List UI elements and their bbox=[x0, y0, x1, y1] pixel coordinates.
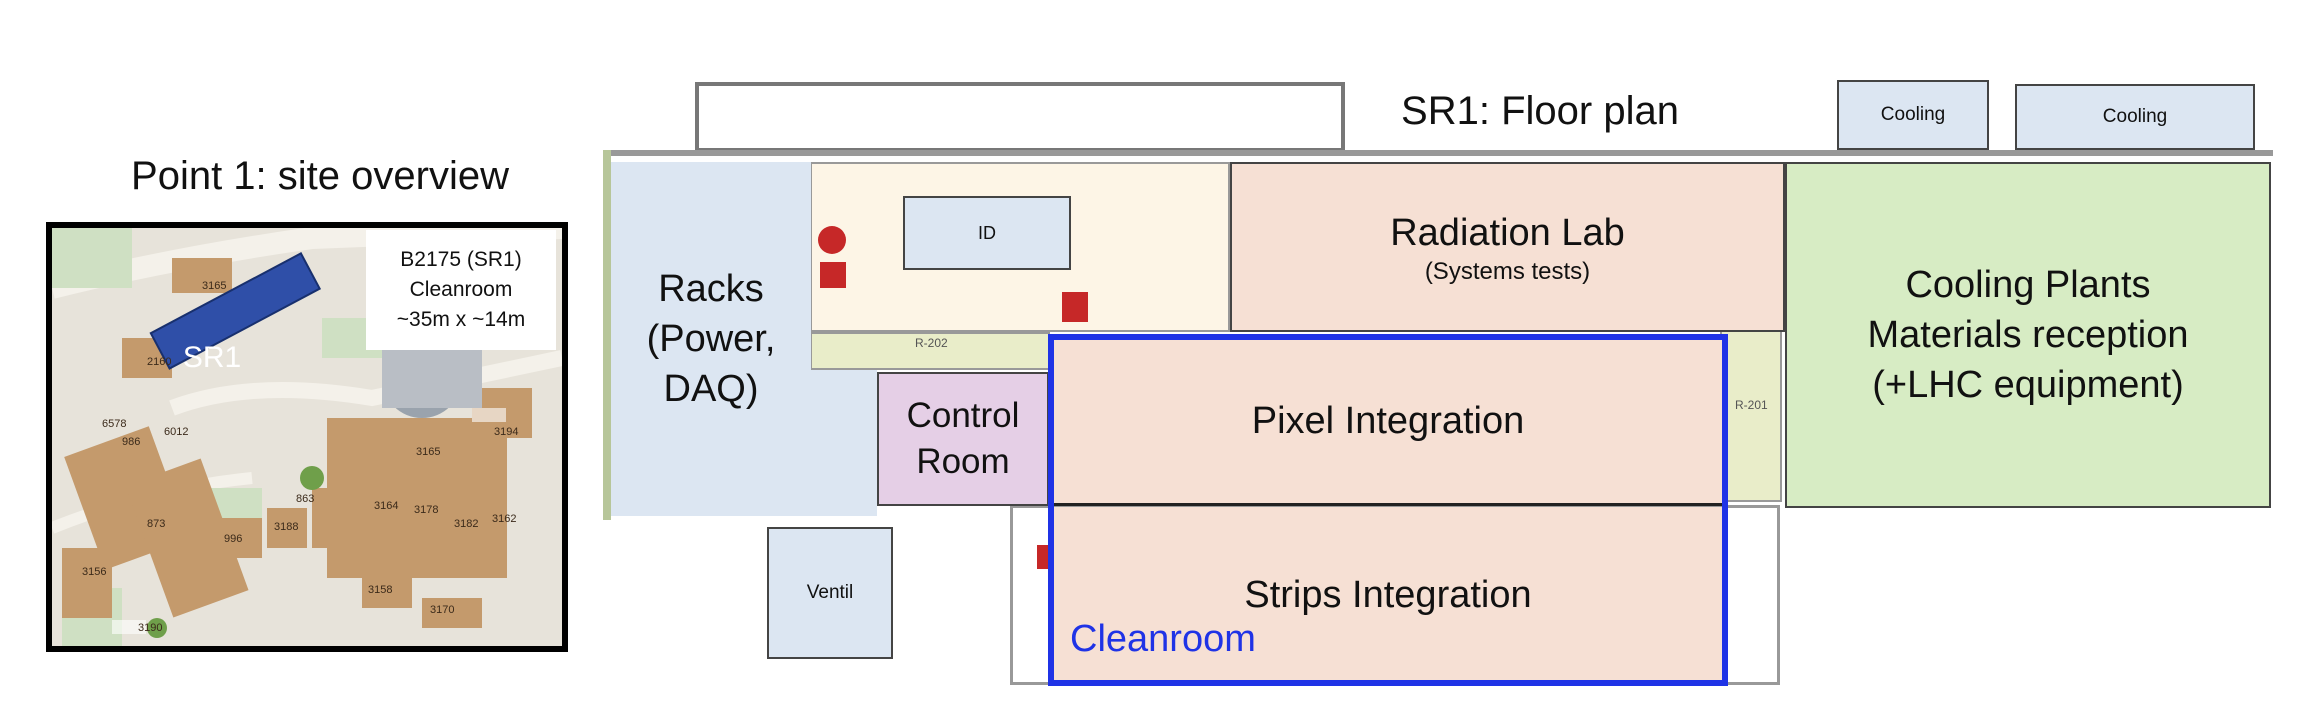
strips-integration: Strips Integration bbox=[1052, 507, 1724, 683]
racks-label: DAQ) bbox=[663, 368, 759, 410]
control-room-label: Control bbox=[906, 396, 1020, 435]
radiation-lab: Radiation Lab (Systems tests) bbox=[1230, 162, 1785, 332]
site-info-box: B2175 (SR1) Cleanroom ~35m x ~14m bbox=[366, 230, 556, 350]
racks-label: Racks bbox=[658, 268, 764, 310]
racks-room: Racks (Power, DAQ) bbox=[611, 162, 811, 516]
site-info-line: ~35m x ~14m bbox=[396, 308, 526, 331]
cleanroom-label: Cleanroom bbox=[1070, 618, 1256, 660]
overview-title: Point 1: site overview bbox=[131, 153, 509, 198]
room-number: R-201 bbox=[1735, 398, 1768, 412]
corridor-r202 bbox=[810, 332, 1050, 370]
control-room: Control Room bbox=[877, 372, 1049, 506]
building-number: 3182 bbox=[454, 518, 479, 530]
top-annex bbox=[695, 82, 1345, 152]
fire-sign-icon bbox=[1037, 545, 1049, 569]
floorplan-title: SR1: Floor plan bbox=[1401, 88, 1679, 133]
building-number: 3190 bbox=[138, 622, 163, 634]
fire-sign-icon bbox=[820, 262, 846, 288]
building-number: 873 bbox=[147, 518, 166, 530]
building-number: 3165 bbox=[416, 446, 441, 458]
building-number: 3188 bbox=[274, 521, 299, 533]
control-room-label: Room bbox=[916, 442, 1010, 481]
site-info-line: Cleanroom bbox=[409, 278, 513, 301]
radiation-lab-subtitle: (Systems tests) bbox=[1424, 258, 1591, 285]
building-number: 2160 bbox=[147, 356, 172, 368]
racks-annex bbox=[811, 370, 877, 516]
cooling-box: Cooling bbox=[1837, 80, 1989, 150]
id-box: ID bbox=[903, 196, 1071, 270]
building-number: 3170 bbox=[430, 604, 455, 616]
building-number: 3165 bbox=[202, 280, 227, 292]
racks-label: (Power, bbox=[646, 318, 776, 360]
corridor-r201 bbox=[1720, 330, 1782, 502]
cooling-plants-label: Cooling Plants bbox=[1905, 264, 2151, 306]
radiation-lab-title: Radiation Lab bbox=[1390, 212, 1625, 254]
building-number: 3194 bbox=[494, 426, 519, 438]
cooling-plants-room: Cooling Plants Materials reception (+LHC… bbox=[1785, 162, 2271, 508]
cooling-plants-label: (+LHC equipment) bbox=[1872, 364, 2184, 406]
building-number: 3156 bbox=[82, 566, 107, 578]
building-number: 6578 bbox=[102, 418, 127, 430]
building-number: 3162 bbox=[492, 513, 517, 525]
cooling-box: Cooling bbox=[2015, 84, 2255, 150]
building-number: 3164 bbox=[374, 500, 399, 512]
building-number: 863 bbox=[296, 493, 315, 505]
ventil-box: Ventil bbox=[767, 527, 893, 659]
room-number: R-202 bbox=[915, 336, 948, 350]
building-number: 3158 bbox=[368, 584, 393, 596]
building-number: 996 bbox=[224, 533, 243, 545]
building-number: 3178 bbox=[414, 504, 439, 516]
safety-sign-icon bbox=[818, 226, 846, 254]
pixel-integration: Pixel Integration bbox=[1052, 338, 1724, 506]
cooling-plants-label: Materials reception bbox=[1867, 314, 2189, 356]
sr1-map-label: SR1 bbox=[182, 341, 242, 374]
building-number: 986 bbox=[122, 436, 141, 448]
building-number: 6012 bbox=[164, 426, 189, 438]
cleanroom-outline bbox=[1048, 334, 1728, 686]
sr1-building bbox=[149, 252, 322, 370]
fire-sign-icon bbox=[1062, 292, 1088, 322]
outer-wall-top bbox=[603, 150, 2273, 156]
site-info-line: B2175 (SR1) bbox=[400, 248, 522, 271]
outer-wall-left bbox=[603, 150, 611, 520]
